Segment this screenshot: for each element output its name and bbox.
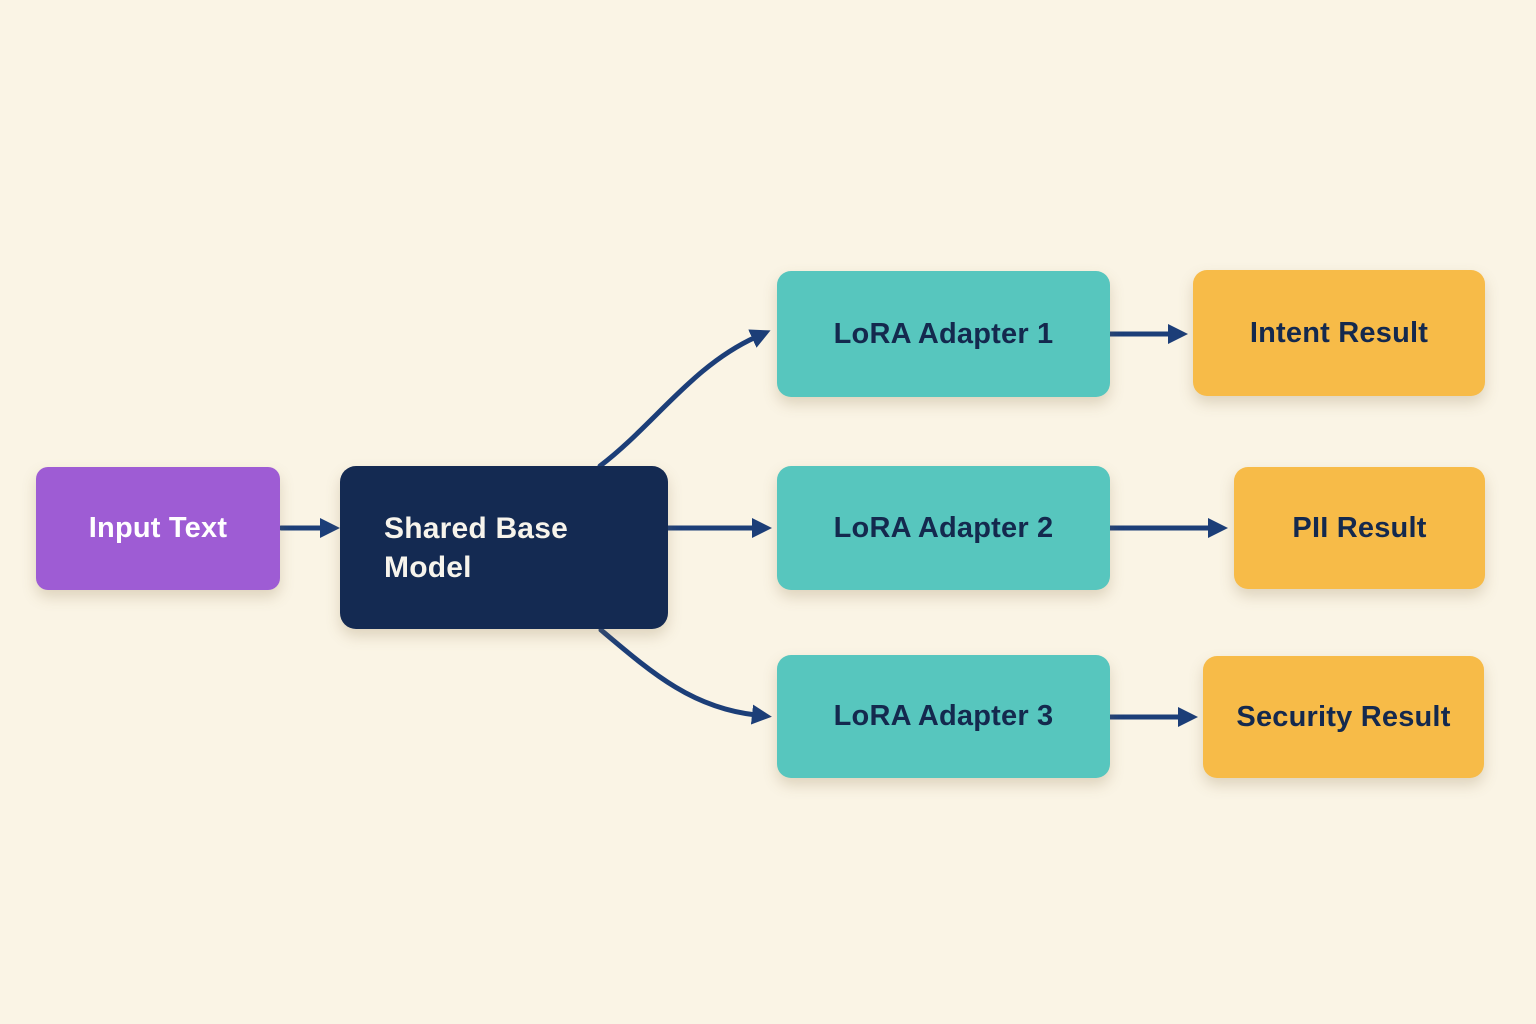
- node-security-result-label: Security Result: [1236, 700, 1451, 733]
- node-lora-adapter-3: LoRA Adapter 3: [777, 655, 1110, 778]
- node-intent-result: Intent Result: [1193, 270, 1485, 396]
- node-lora-adapter-2: LoRA Adapter 2: [777, 466, 1110, 590]
- node-lora-adapter-3-label: LoRA Adapter 3: [833, 700, 1054, 732]
- node-intent-result-label: Intent Result: [1249, 316, 1429, 349]
- node-security-result: Security Result: [1203, 656, 1484, 778]
- node-lora-adapter-1: LoRA Adapter 1: [777, 271, 1110, 397]
- node-lora-adapter-1-label: LoRA Adapter 1: [833, 317, 1054, 350]
- node-input-text: Input Text: [36, 467, 280, 590]
- edge-base-to-adapter1-arrow: [597, 329, 771, 469]
- edge-base-to-adapter3-arrow: [598, 627, 772, 725]
- node-shared-base-model-label: Shared Base Model: [384, 511, 568, 584]
- node-shared-base-model: Shared Base Model: [340, 466, 668, 629]
- node-pii-result-label: PII Result: [1292, 511, 1427, 544]
- node-input-text-label: Input Text: [88, 512, 228, 544]
- node-lora-adapter-2-label: LoRA Adapter 2: [833, 511, 1054, 544]
- node-pii-result: PII Result: [1234, 467, 1485, 589]
